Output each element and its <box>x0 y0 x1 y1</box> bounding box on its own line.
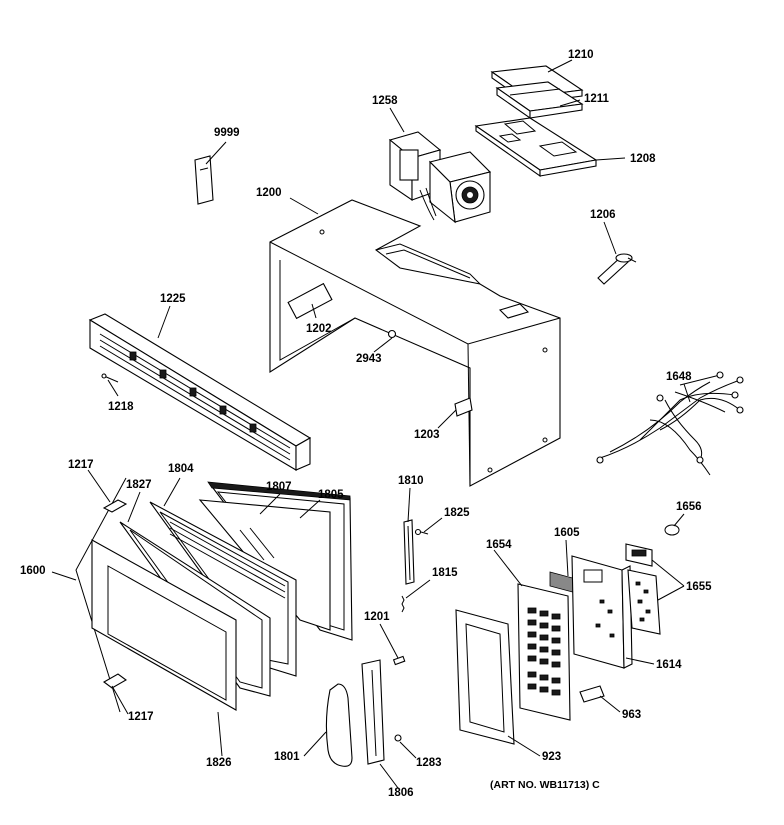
part-1225-grille <box>88 313 312 471</box>
label-1804: 1804 <box>168 463 194 475</box>
part-9999-card <box>194 155 214 205</box>
part-1810-latch-rod <box>403 519 415 585</box>
part-1815-spring <box>401 595 405 613</box>
label-1225: 1225 <box>160 293 186 305</box>
label-1614: 1614 <box>656 659 682 671</box>
label-1810: 1810 <box>398 475 424 487</box>
label-1655: 1655 <box>686 581 712 593</box>
label-1605: 1605 <box>554 527 580 539</box>
part-963-bracket <box>579 685 605 703</box>
part-1614-control-board <box>571 555 633 669</box>
label-2943: 2943 <box>356 353 382 365</box>
label-1218: 1218 <box>108 401 134 413</box>
label-1806: 1806 <box>388 787 414 799</box>
part-1825-screw <box>414 528 429 536</box>
part-1258-blower <box>388 131 492 224</box>
label-1203: 1203 <box>414 429 440 441</box>
label-1656: 1656 <box>676 501 702 513</box>
part-923-frame <box>455 609 515 745</box>
label-1815: 1815 <box>432 567 458 579</box>
label-9999: 9999 <box>214 127 240 139</box>
label-1200: 1200 <box>256 187 282 199</box>
label-1283: 1283 <box>416 757 442 769</box>
part-1806-latch-bar <box>361 659 385 765</box>
leader-lines <box>51 59 691 789</box>
part-2943-screw <box>387 329 397 339</box>
part-1283-screw <box>394 734 402 742</box>
part-1648-harness <box>596 371 744 476</box>
part-1655-display <box>625 543 653 567</box>
label-1648: 1648 <box>666 371 692 383</box>
part-1826-door-panel <box>91 539 237 711</box>
label-1211: 1211 <box>584 93 610 105</box>
label-1805: 1805 <box>318 489 344 501</box>
label-1825: 1825 <box>444 507 470 519</box>
part-1655-relay-board <box>627 569 661 635</box>
label-1826: 1826 <box>206 757 232 769</box>
label-923: 923 <box>542 751 561 763</box>
label-1208: 1208 <box>630 153 656 165</box>
part-1654-keypad <box>517 583 571 721</box>
part-1217-hinge-bottom <box>103 673 127 689</box>
label-1807: 1807 <box>266 481 292 493</box>
label-1202: 1202 <box>306 323 332 335</box>
part-1218-clip <box>101 373 119 383</box>
art-number: (ART NO. WB11713) C <box>490 779 600 791</box>
label-1217-top: 1217 <box>68 459 94 471</box>
part-1801-handle <box>325 683 353 767</box>
part-1656-ring <box>664 524 680 536</box>
part-1206-thermostat <box>597 253 637 285</box>
part-1201-pin <box>392 655 406 666</box>
label-1654: 1654 <box>486 539 512 551</box>
part-1203-bracket <box>454 397 473 417</box>
part-1208-plate <box>474 117 598 178</box>
part-1217-hinge-top <box>102 499 128 513</box>
label-1217-bottom: 1217 <box>128 711 154 723</box>
label-1827: 1827 <box>126 479 152 491</box>
part-1211-filter <box>495 81 584 120</box>
label-1206: 1206 <box>590 209 616 221</box>
label-1210: 1210 <box>568 49 594 61</box>
label-963: 963 <box>622 709 641 721</box>
label-1201: 1201 <box>364 611 390 623</box>
label-1600: 1600 <box>20 565 46 577</box>
label-1801: 1801 <box>274 751 300 763</box>
label-1258: 1258 <box>372 95 398 107</box>
part-1200-case <box>269 199 561 487</box>
